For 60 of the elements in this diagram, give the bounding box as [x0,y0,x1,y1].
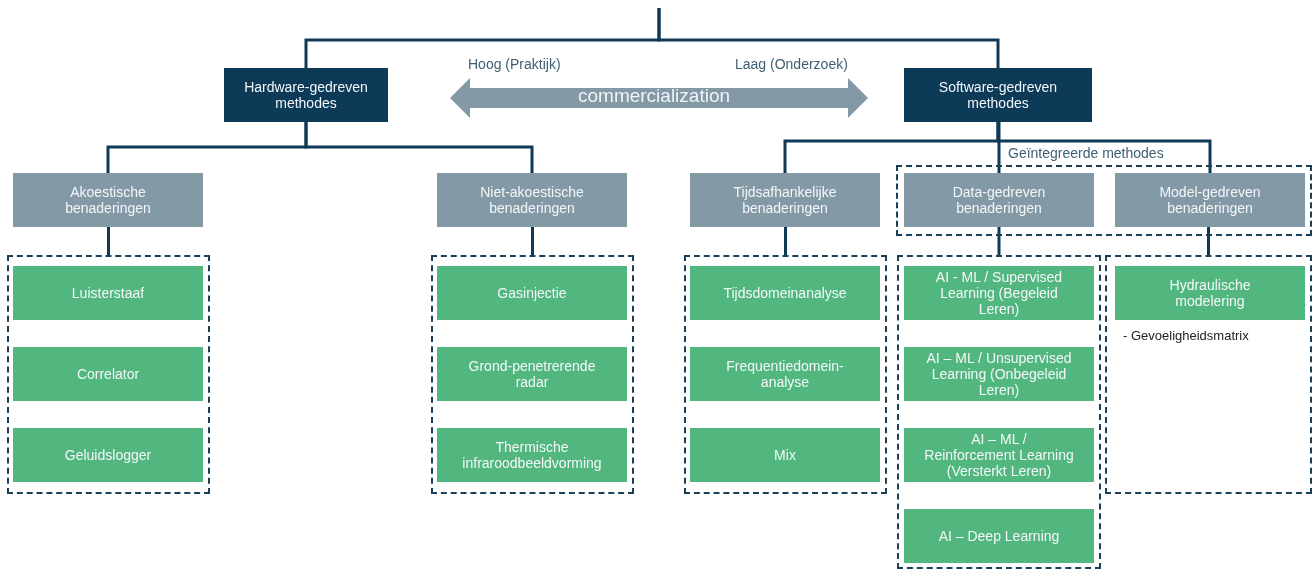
method-box [224,68,388,122]
connector-line [107,227,110,255]
dashed-frame [684,255,887,494]
box-label: Software-gedreven methodes [937,79,1059,111]
category-box [904,173,1094,227]
box-label: Grond-penetrerende radar [467,358,597,390]
box-label: AI – Deep Learning [938,528,1060,544]
arrow-label: commercialization [578,85,731,107]
category-box [437,173,627,227]
technique-box [13,428,203,482]
connector-line [531,227,534,255]
dashed-frame [431,255,634,494]
method-box [904,68,1092,122]
box-label: Luisterstaaf [71,285,145,301]
connector-line [657,8,1000,68]
bullet-text: - Gevoeligheidsmatrix [1123,328,1249,344]
connector-line [997,122,1001,173]
technique-box [904,428,1094,482]
dashed-frame [897,255,1101,569]
connector-line [1207,227,1210,255]
box-label: Gasinjectie [497,285,567,301]
dashed-frame [1105,255,1312,494]
box-label: Niet-akoestische benaderingen [479,184,585,216]
technique-box [690,428,880,482]
box-label: Mix [774,447,796,463]
box-label: AI – ML / Unsupervised Learning (Onbegeleid Leren) [925,350,1073,398]
technique-box [690,266,880,320]
group-heading: Geïntegreerde methodes [1008,145,1164,161]
box-label: Data-gedreven benaderingen [951,184,1047,216]
box-label: AI - ML / Supervised Learning (Begeleid Leren) [934,269,1064,317]
box-label: AI – ML / Reinforcement Learning (Versterkt Leren) [924,431,1074,479]
technique-box [904,347,1094,401]
box-label: Tijdsafhankelijke benaderingen [732,184,838,216]
box-label: Thermische infraroodbeeldvorming [461,439,603,471]
box-label: Frequentiedomein- analyse [725,358,845,390]
technique-box [13,266,203,320]
connector-line [997,227,1001,255]
box-label: Hardware-gedreven methodes [243,79,369,111]
scale-label: Hoog (Praktijk) [468,56,561,72]
dashed-frame [7,255,210,494]
technique-box [904,509,1094,563]
box-label: Geluidslogger [64,447,152,463]
technique-box [437,266,627,320]
technique-box [437,347,627,401]
box-label: Tijdsdomeinanalyse [723,285,847,301]
box-label: Correlator [76,366,140,382]
connector-line [784,227,787,255]
box-label: Model-gedreven benaderingen [1158,184,1262,216]
technique-box [690,347,880,401]
connector-line [304,122,534,173]
box-label: Akoestische benaderingen [64,184,152,216]
category-box [13,173,203,227]
technique-box [904,266,1094,320]
category-box [690,173,880,227]
technique-box [437,428,627,482]
category-box [1115,173,1305,227]
connector-line [996,122,1212,173]
technique-box [13,347,203,401]
box-label: Hydraulische modelering [1168,277,1252,309]
scale-label: Laag (Onderzoek) [735,56,848,72]
